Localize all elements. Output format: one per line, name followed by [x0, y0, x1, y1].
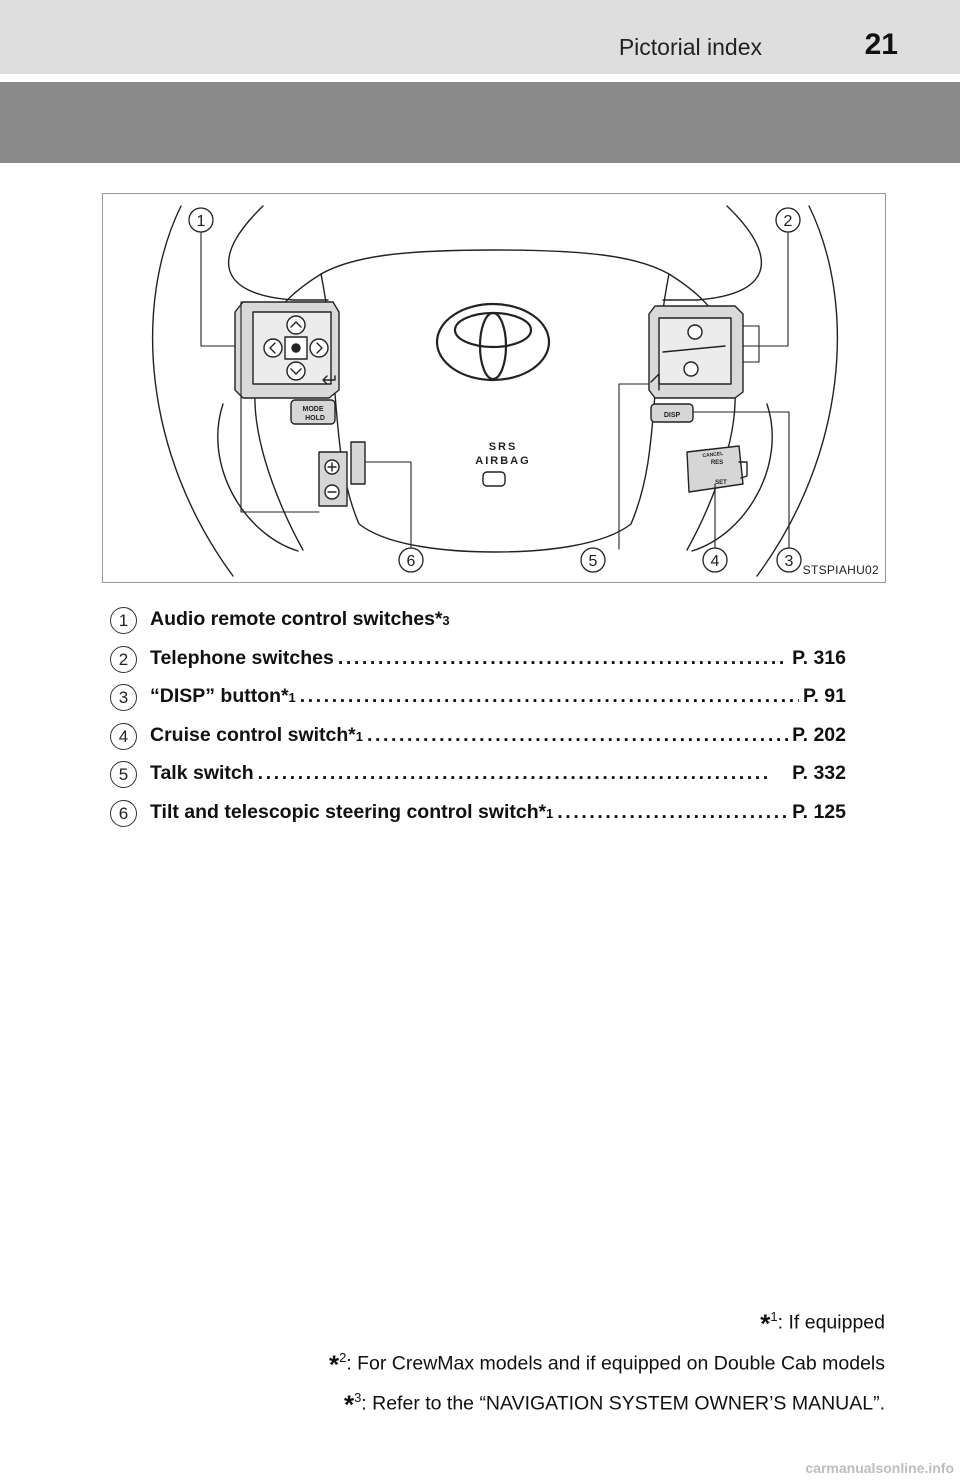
footnote-mark: *1	[281, 686, 296, 707]
cruise-control-switch	[686, 445, 748, 493]
section-title: Pictorial index	[618, 34, 762, 60]
item-label: Cruise control switch	[150, 723, 349, 746]
hub-right-edge	[668, 273, 736, 551]
callout-5: 5	[589, 553, 598, 570]
airbag-label: AIRBAG	[475, 455, 530, 467]
list-item: 3 “DISP” button*1 ......................…	[110, 677, 870, 716]
callout-6-circle	[398, 547, 424, 573]
dot-leader: ........................................…	[366, 723, 788, 746]
res-label: RES	[711, 460, 723, 466]
dot-leader: ........................................…	[299, 685, 799, 707]
page-reference: P. 91	[802, 685, 846, 707]
callout-6: 6	[407, 553, 416, 570]
wheel-rim-left	[151, 205, 234, 577]
item-list: 1 Audio remote control switches*3 2 Tele…	[110, 600, 870, 831]
item-number: 3	[110, 684, 137, 711]
footnote-mark: *1	[538, 801, 554, 823]
footnote-mark: *1	[348, 724, 363, 746]
dot-leader: ........................................…	[557, 800, 788, 823]
telephone-switch-panel	[648, 305, 744, 399]
item-number: 4	[110, 722, 137, 750]
footnotes: *1: If equipped *2: For CrewMax models a…	[329, 1300, 885, 1422]
cancel-label: CANCEL	[702, 451, 723, 459]
srs-label: SRS	[489, 441, 518, 453]
item-label: Audio remote control switches	[150, 608, 435, 630]
tilt-telescopic-switch	[318, 441, 366, 507]
spoke-upper-left	[227, 205, 329, 301]
disp-button	[650, 403, 694, 423]
footnote-mark: *3	[434, 609, 450, 630]
page-reference: P. 125	[792, 800, 846, 823]
steering-wheel-illustration: 1 2 3 4 5 6 SRS AIRBAG MODE HOLD DISP CA…	[151, 205, 839, 577]
footnote-3: *3: Refer to the “NAVIGATION SYSTEM OWNE…	[343, 1389, 885, 1420]
mode-label: MODE	[303, 406, 324, 413]
audio-switch-panel	[234, 301, 340, 399]
airbag-icon	[482, 471, 506, 487]
dot-leader: ........................................…	[257, 762, 771, 784]
spoke-lower-right	[691, 403, 773, 552]
list-item: 4 Cruise control switch*1 ..............…	[110, 716, 870, 755]
page-number: 21	[864, 28, 898, 61]
steering-wheel-figure: 1 2 3 4 5 6 SRS AIRBAG MODE HOLD DISP CA…	[102, 193, 886, 583]
mode-hold-button	[290, 399, 336, 425]
list-item: 2 Telephone switches ...................…	[110, 639, 870, 678]
footnote-1: *1: If equipped	[760, 1308, 885, 1339]
wheel-hub	[320, 249, 670, 553]
callout-2-circle	[775, 207, 801, 233]
toyota-logo	[435, 302, 551, 382]
callout-2: 2	[784, 213, 793, 230]
callout-1-circle	[188, 207, 214, 233]
watermark: carmanualsonline.info	[805, 1460, 954, 1476]
callout-1: 1	[197, 213, 206, 230]
dot-leader: ........................................…	[337, 646, 788, 669]
item-number: 1	[110, 607, 137, 634]
leader-lines	[200, 230, 790, 550]
item-number: 5	[110, 761, 137, 788]
item-label: Tilt and telescopic steering control swi…	[150, 800, 539, 823]
page-reference: P. 202	[792, 723, 846, 746]
spoke-upper-right	[662, 205, 763, 301]
page-reference: P. 316	[792, 646, 846, 669]
item-number: 6	[110, 799, 137, 827]
callout-4: 4	[711, 553, 720, 570]
set-label: SET	[715, 480, 727, 486]
item-label: “DISP” button	[150, 685, 282, 707]
callout-4-circle	[702, 547, 728, 573]
list-item: 5 Talk switch ..........................…	[110, 754, 870, 793]
callout-circles	[188, 207, 802, 573]
item-label: Talk switch	[150, 762, 254, 784]
list-item: 1 Audio remote control switches*3	[110, 600, 870, 639]
callout-3: 3	[785, 553, 794, 570]
page-reference: P. 332	[792, 762, 846, 784]
header-bar	[0, 0, 960, 74]
callout-3-circle	[776, 547, 802, 573]
figure-code: STSPIAHU02	[802, 563, 879, 577]
wheel-rim-right	[756, 205, 839, 577]
hold-label: HOLD	[305, 415, 325, 422]
callout-5-circle	[580, 547, 606, 573]
item-label: Telephone switches	[150, 646, 334, 669]
item-number: 2	[110, 645, 137, 673]
disp-label: DISP	[664, 412, 681, 419]
spoke-lower-left	[217, 403, 299, 552]
list-item: 6 Tilt and telescopic steering control s…	[110, 793, 870, 832]
footnote-2: *2: For CrewMax models and if equipped o…	[328, 1349, 885, 1379]
gray-band	[0, 82, 960, 163]
